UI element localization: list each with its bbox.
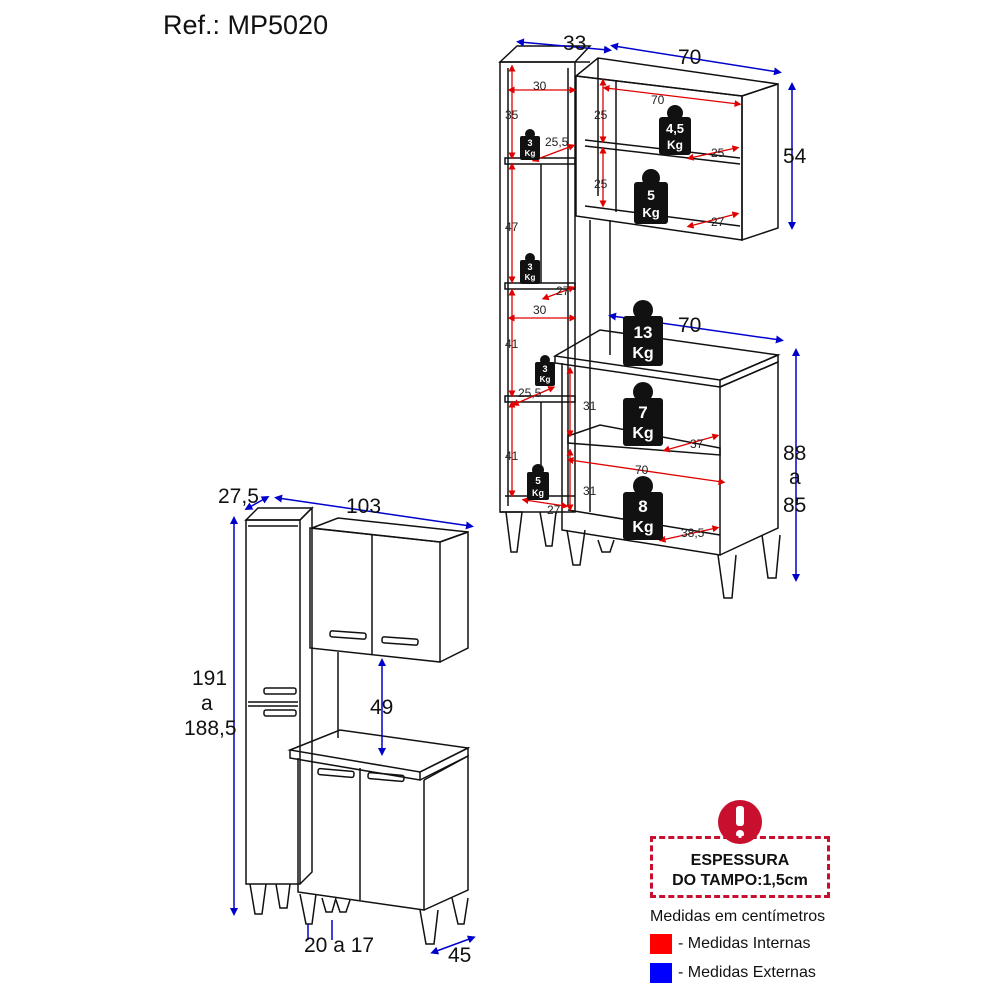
dim-top-depth: 33 — [563, 32, 586, 55]
open-view-external-labels: 33 70 54 70 88 a 85 — [563, 32, 807, 517]
dim-base-shelf-depth-2: 38,5 — [681, 526, 705, 540]
legend-internal: - Medidas Internas — [650, 934, 811, 954]
dim-total-height-a: a — [201, 692, 213, 715]
closed-view-external-dims — [230, 494, 476, 955]
svg-text:Kg: Kg — [667, 138, 683, 152]
dim-base-gap-2: 31 — [583, 484, 597, 498]
weight-icon-tall-2: 3 Kg — [520, 253, 540, 284]
dim-tall-gap-1: 35 — [505, 108, 519, 122]
notice-line-1: ESPESSURA — [690, 852, 790, 869]
legend-external-label: - Medidas Externas — [678, 964, 816, 981]
weight-icon-wall-1: 4,5 Kg — [659, 105, 691, 155]
svg-text:Kg: Kg — [525, 149, 536, 158]
svg-text:3: 3 — [527, 138, 532, 148]
base-cabinet-closed — [287, 729, 471, 945]
svg-text:5: 5 — [647, 187, 655, 203]
open-view-external-dims — [516, 38, 800, 582]
dim-total-height-2: 188,5 — [184, 717, 237, 740]
weight-icon-tall-3: 3 Kg — [535, 355, 555, 386]
dim-tall-gap-2: 47 — [505, 220, 519, 234]
svg-text:Kg: Kg — [632, 425, 653, 442]
dim-tall-shelf-depth-2: 27 — [556, 284, 570, 298]
weight-icons: 3 Kg 3 Kg 3 Kg 5 Kg 4,5 Kg — [520, 105, 691, 540]
dim-base-gap-1: 31 — [583, 399, 597, 413]
closed-view-external-labels: 27,5 103 191 a 188,5 49 20 a 17 45 — [184, 485, 471, 967]
dim-base-height-1: 88 — [783, 442, 806, 465]
svg-text:3: 3 — [542, 364, 547, 374]
dim-tall-shelf-depth-4: 27 — [547, 503, 561, 517]
legend-external: - Medidas Externas — [650, 963, 816, 983]
svg-text:Kg: Kg — [540, 375, 551, 384]
weight-icon-tall-1: 3 Kg — [520, 129, 540, 160]
base-cabinet-open — [552, 329, 781, 599]
tall-cabinet-closed — [244, 506, 314, 915]
dim-gap: 49 — [370, 696, 393, 719]
dim-foot-range: 20 a 17 — [304, 934, 374, 957]
svg-text:13: 13 — [634, 323, 653, 342]
dim-tall-shelf-width-top: 30 — [533, 79, 547, 93]
internal-dim-labels: 30 35 25,5 47 27 30 41 25,5 41 27 70 25 … — [505, 79, 725, 540]
weight-icon-top: 13 Kg — [623, 300, 663, 366]
dim-base-height-a: a — [789, 466, 801, 489]
dim-wall-gap-2: 25 — [594, 177, 608, 191]
weight-icon-base-2: 8 Kg — [623, 476, 663, 540]
dim-tall-gap-4: 41 — [505, 449, 519, 463]
dim-base-height-2: 85 — [783, 494, 806, 517]
dim-base-inner-width: 70 — [635, 463, 649, 477]
weight-icon-base-1: 7 Kg — [623, 382, 663, 446]
dim-wall-height: 54 — [783, 145, 807, 168]
dim-base-shelf-depth-1: 37 — [690, 437, 704, 451]
external-swatch — [650, 963, 672, 983]
dim-total-width: 103 — [346, 495, 381, 518]
svg-text:8: 8 — [638, 497, 647, 516]
svg-text:Kg: Kg — [632, 345, 653, 362]
notice-line-2: DO TAMPO:1,5cm — [672, 872, 808, 889]
dim-tall-shelf-depth-3: 25,5 — [518, 386, 542, 400]
internal-dim-lines — [507, 64, 742, 543]
svg-text:Kg: Kg — [532, 488, 544, 498]
dim-tall-shelf-width-mid: 30 — [533, 303, 547, 317]
svg-text:7: 7 — [638, 403, 647, 422]
countertop-thickness-notice: ESPESSURA DO TAMPO:1,5cm — [650, 836, 830, 898]
dim-wall-shelf-depth-2: 27 — [711, 215, 725, 229]
dim-tall-gap-3: 41 — [505, 337, 519, 351]
closed-view — [244, 506, 471, 945]
dim-side-depth: 27,5 — [218, 485, 259, 508]
warning-icon — [718, 800, 762, 844]
svg-text:4,5: 4,5 — [666, 121, 684, 136]
svg-text:5: 5 — [535, 476, 541, 487]
dim-wall-shelf-depth-1: 25 — [711, 146, 725, 160]
reference-code: Ref.: MP5020 — [163, 10, 329, 40]
dim-tall-shelf-depth-1: 25,5 — [545, 135, 569, 149]
units-note: Medidas em centímetros — [650, 908, 826, 925]
weight-icon-wall-2: 5 Kg — [634, 169, 668, 224]
dim-wall-inner-width: 70 — [651, 93, 665, 107]
dim-wall-gap-1: 25 — [594, 108, 608, 122]
svg-text:Kg: Kg — [642, 205, 659, 220]
svg-text:3: 3 — [527, 262, 532, 272]
weight-icon-tall-4: 5 Kg — [527, 464, 549, 500]
internal-swatch — [650, 934, 672, 954]
dim-total-height-1: 191 — [192, 667, 227, 690]
svg-text:Kg: Kg — [632, 519, 653, 536]
dim-top-width: 70 — [678, 46, 701, 69]
svg-text:Kg: Kg — [525, 273, 536, 282]
dim-base-width: 70 — [678, 314, 701, 337]
legend-internal-label: - Medidas Internas — [678, 935, 811, 952]
dim-base-depth: 45 — [448, 944, 471, 967]
